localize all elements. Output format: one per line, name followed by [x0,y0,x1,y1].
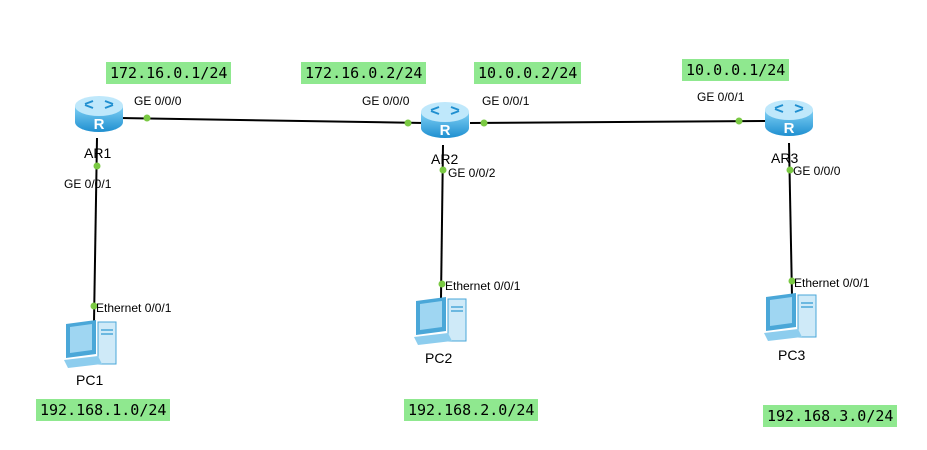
svg-text:R: R [94,116,105,133]
port-dot-ar2-ge001[interactable] [480,119,488,127]
port-dot-ar2-ge002[interactable] [439,166,447,174]
svg-text:R: R [784,120,795,137]
pc-icon[interactable] [762,291,820,343]
port-label-ar2-ge002: GE 0/0/2 [448,166,496,180]
port-dot-ar3-ge001[interactable] [735,117,743,125]
pc-icon[interactable] [62,318,120,370]
pc-icon[interactable] [412,295,470,347]
ip-label-lan3: 192.168.3.0/24 [763,405,898,427]
ip-label-lan2: 192.168.2.0/24 [404,399,539,421]
port-label-ar1-ge000: GE 0/0/0 [134,94,182,108]
router-icon[interactable]: R [73,92,125,138]
device-label-ar3: AR3 [771,150,799,166]
device-label-pc3: PC3 [778,347,806,363]
ip-label-lan1: 192.168.1.0/24 [36,399,171,421]
port-dot-ar1-ge001[interactable] [93,162,101,170]
router-icon[interactable]: R [419,98,471,144]
ip-label-ar2-ge000: 172.16.0.2/24 [301,62,427,84]
port-label-ar3-ge001: GE 0/0/1 [697,90,745,104]
port-label-pc1-eth: Ethernet 0/0/1 [96,301,172,315]
device-label-pc1: PC1 [76,372,104,388]
port-label-pc2-eth: Ethernet 0/0/1 [445,279,521,293]
ip-label-ar3-ge001: 10.0.0.1/24 [682,59,790,81]
port-label-ar1-ge001: GE 0/0/1 [64,177,112,191]
port-dot-ar3-ge000[interactable] [786,166,794,174]
port-dot-pc1-eth[interactable] [90,302,98,310]
port-label-ar2-ge000: GE 0/0/0 [362,94,410,108]
device-label-pc2: PC2 [425,350,453,366]
device-label-ar1: AR1 [84,145,112,161]
link-ar2-ar3[interactable] [469,120,766,124]
ip-label-ar2-ge001: 10.0.0.2/24 [474,62,582,84]
port-dot-pc2-eth[interactable] [438,280,446,288]
link-ar1-ar2[interactable] [119,117,425,124]
port-label-ar2-ge001: GE 0/0/1 [482,94,530,108]
port-label-pc3-eth: Ethernet 0/0/1 [794,276,870,290]
device-label-ar2: AR2 [431,151,459,167]
port-label-ar3-ge000: GE 0/0/0 [793,164,841,178]
port-dot-pc3-eth[interactable] [788,277,796,285]
router-icon[interactable]: R [763,96,815,142]
port-dot-ar2-ge000[interactable] [404,119,412,127]
svg-text:R: R [440,122,451,139]
ip-label-ar1-ge000: 172.16.0.1/24 [106,62,232,84]
port-dot-ar1-ge000[interactable] [143,114,151,122]
